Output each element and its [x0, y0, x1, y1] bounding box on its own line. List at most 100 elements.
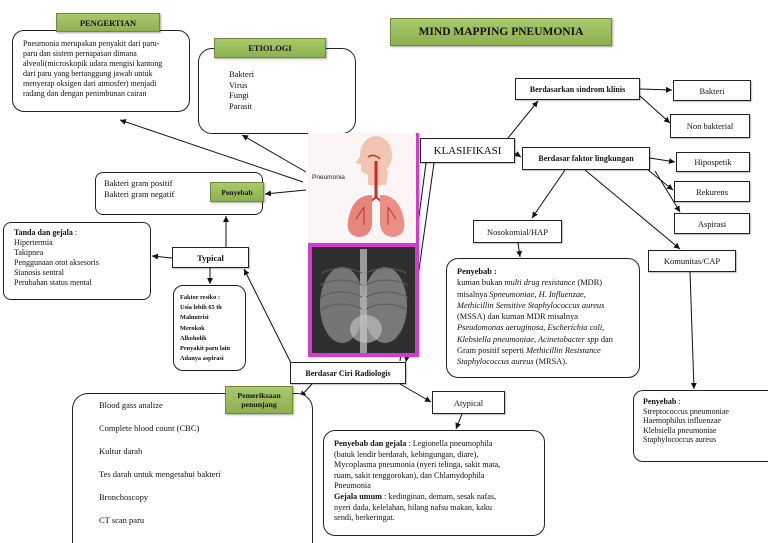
illustration-label: Pneumonia [312, 174, 345, 181]
non-bakterial-node: Non bakterial [670, 114, 750, 138]
atypical-node: Atypical [432, 391, 505, 414]
arrow-to-bakteri [639, 86, 673, 93]
arrow-to-hipospetik [649, 157, 676, 165]
nosokomial-line: (MSSA) dan kuman MDR misalnya [457, 311, 639, 322]
arrow-to-komunitas [584, 169, 681, 250]
atypical-line: Mycoplasma pneumonia (nyeri telinga, sak… [334, 460, 501, 470]
text-segment: kuman bukan [457, 278, 505, 288]
pemeriksaan-item: Kultur darah [99, 446, 143, 456]
nosokomial-line: misalnya Spneumoniae, H. Influenzae, [457, 289, 639, 300]
tanda-gejala-item: Perubahan status mental [14, 278, 92, 287]
text-segment: : Legionella pneumophila [406, 439, 493, 448]
komunitas-text-box: Penyebab : Streptococcus pneumoniae Haem… [633, 390, 768, 462]
komunitas-item: Streptococcus pneumoniae [643, 406, 729, 416]
text-segment: (MDR) [575, 278, 603, 288]
arrow-to-atypical [399, 383, 432, 403]
atypical-line: Pneumonia [334, 481, 371, 491]
atypical-line: Gejala umum : kedinginan, demam, sesak n… [334, 492, 544, 503]
nosokomial-line: Klebsiella pneumoniae, Acinetobacter spp… [457, 334, 639, 345]
komunitas-heading: Penyebab : [643, 397, 768, 407]
tanda-gejala-item: Penggunaan otot aksesoris [14, 258, 99, 267]
pemeriksaan-item: Tes darah untuk mengetahui bakteri [99, 469, 221, 479]
faktor-resiko-heading: Faktor resiko : [180, 294, 220, 301]
hipospetik-node: Hipospetik [676, 152, 750, 172]
arrow-to-non-bakterial [639, 95, 671, 124]
text-segment: Methicillin Sensitive Staphylococcus aur… [457, 300, 605, 310]
faktor-resiko-item: Malnutrisi [180, 314, 209, 322]
text-segment: Gram positif seperti [457, 346, 527, 356]
komunitas-item: Staphylococcus aureus [643, 435, 717, 445]
bakteri-node: Bakteri [673, 80, 751, 101]
aspirasi-node: Aspirasi [674, 213, 750, 234]
tanda-gejala-heading: Tanda dan gejala : [14, 228, 150, 238]
text-segment: Penyebab : [457, 267, 497, 276]
faktor-resiko-item: Alkoholik [180, 334, 207, 342]
nosokomial-text-box: Penyebab : kuman bukan multi drug resist… [446, 258, 640, 378]
faktor-resiko-item: Adanya aspirasi [180, 355, 224, 363]
text-segment: Penyebab dan gejala [334, 439, 407, 448]
pneumonia-illustration: Pneumonia [308, 133, 419, 357]
etiologi-box: Bakteri Virus Fungi Parasit [198, 48, 356, 134]
etiologi-label: ETIOLOGI [214, 38, 326, 58]
tanda-gejala-item: Takipnea [14, 248, 44, 257]
komunitas-node: Komunitas/CAP [648, 250, 736, 272]
nosokomial-node: Nosokomial/HAP [473, 220, 562, 243]
text-segment: misalnya [457, 289, 490, 299]
pemeriksaan-item: Blood gass analize [99, 400, 163, 410]
arrow-to-faktor-lingkungan [514, 151, 522, 158]
komunitas-item: Klebsiella pneumoniae [643, 425, 717, 435]
text-segment: Klebsiella pneumoniae, Acinetobacter spp [457, 334, 599, 344]
pengertian-line: Pneumonia merupakan penyakit dari paru- [23, 39, 160, 48]
text-segment: Tanda dan gejala [14, 228, 73, 237]
arrow-to-atypical-text [455, 413, 463, 430]
arrow-to-sindrom-klinis [507, 100, 539, 139]
nosokomial-line: Gram positif seperti Methicillin Resista… [457, 345, 639, 356]
arrow-to-penyebab [264, 189, 307, 197]
rekurens-node: Rekurens [674, 181, 750, 202]
text-segment: Penyebab [643, 397, 677, 406]
etiologi-item: Bakteri [229, 69, 255, 79]
arrow-to-nosokomial-text [516, 242, 523, 258]
text-segment: dan [598, 334, 613, 344]
atypical-line: ruam, sakit tenggorokan), dan Chlamydoph… [334, 470, 485, 480]
text-segment: Gejala umum [334, 491, 382, 501]
text-segment: Staphylococcus aureus [457, 357, 534, 367]
head-illustration [355, 136, 392, 185]
nosokomial-line: kuman bukan multi drug resistance (MDR) [457, 277, 639, 288]
atypical-line: nyeri dada, kelelahan, hilang nafsu maka… [334, 502, 493, 512]
penyebab-item: Bakteri gram positif [104, 178, 173, 188]
text-segment: multi drug resistance [504, 278, 576, 288]
page-title: MIND MAPPING PNEUMONIA [390, 18, 612, 46]
pengertian-line: paru dan sistem pernapasan dimana [23, 49, 137, 58]
arrow-to-aspirasi [654, 170, 681, 213]
arrow-to-typical [243, 268, 293, 366]
atypical-text-box: Penyebab dan gejala : Legionella pneumop… [323, 430, 545, 536]
faktor-resiko-item: Merokok [180, 324, 205, 332]
tanda-gejala-item: Sianosis sentral [14, 268, 64, 277]
nosokomial-line: Penyebab : [457, 266, 639, 277]
atypical-line: sendi, berkeringat. [334, 513, 395, 523]
etiologi-item: Virus [229, 79, 248, 90]
sindrom-klinis-node: Berdasarkan sindrom klinis [515, 78, 640, 100]
lungs-illustration [347, 195, 405, 237]
pemeriksaan-label: Pemeriksaan penunjang [225, 386, 293, 414]
pengertian-label: PENGERTIAN [56, 13, 160, 32]
text-segment: Spneumoniae, H. Influenzae, [489, 289, 586, 299]
tanda-gejala-box: Tanda dan gejala : Hipertermia Takipnea … [3, 222, 151, 300]
text-segment: Pseudomonas aeruginosa, Escherichia coli… [457, 323, 605, 333]
pemeriksaan-item: Complete blood count (CBC) [99, 423, 200, 433]
tanda-gejala-item: Hipertermia [14, 238, 53, 247]
arrow-to-pengertian [119, 119, 304, 183]
komunitas-item: Haemophilus influenzae [643, 416, 721, 426]
penyebab-label: Penyebab [210, 182, 264, 202]
text-segment: Methicillin Resistance [526, 346, 601, 356]
faktor-resiko-box: Faktor resiko : Usia lebih 65 th Malnutr… [173, 285, 246, 371]
xray-image [312, 247, 415, 353]
pengertian-line: menyerap oksigen dari atmosfer) menjadi [23, 79, 157, 88]
faktor-resiko-item: Usia lebih 65 th [180, 304, 222, 312]
pemeriksaan-item: CT scan paru [99, 515, 145, 525]
arrow-to-etiologi [241, 134, 307, 173]
text-segment: (MSSA) dan kuman MDR misalnya [457, 312, 578, 322]
arrow-to-komunitas-text [689, 271, 697, 390]
